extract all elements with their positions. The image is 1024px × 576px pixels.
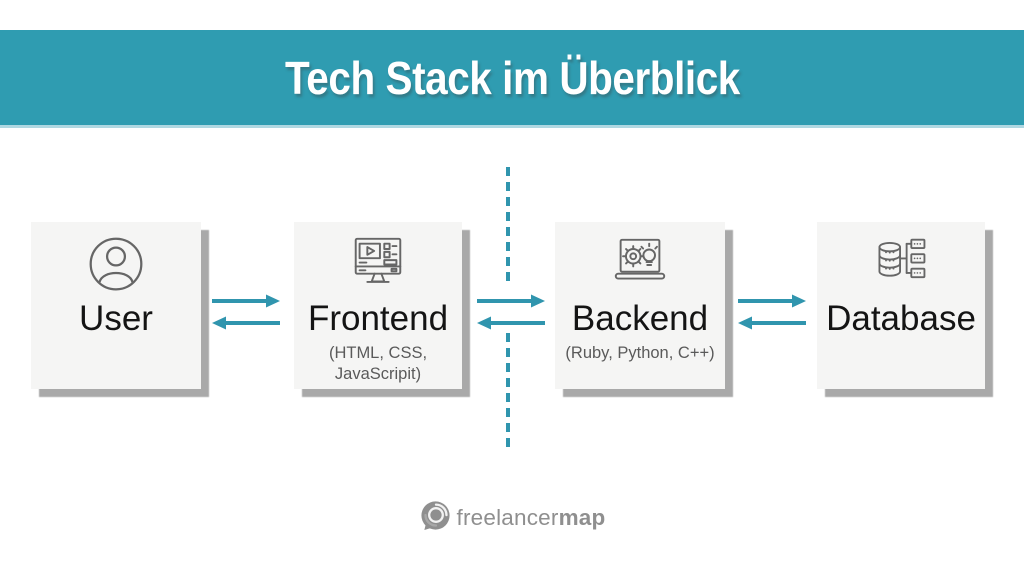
frontend-backend-divider-dashed-line: [506, 333, 510, 451]
page-title: Tech Stack im Überblick: [284, 51, 740, 104]
arrow-pair-frontend-backend: [476, 289, 546, 335]
freelancermap-logo: freelancermap: [0, 500, 1024, 536]
node-frontend: Frontend (HTML, CSS, JavaScripit): [294, 222, 462, 389]
brand-name-bold: map: [558, 505, 606, 530]
monitor-video-icon: [347, 230, 409, 298]
node-sub-backend: (Ruby, Python, C++): [565, 343, 714, 364]
laptop-gear-bulb-icon: [609, 230, 671, 298]
frontend-backend-divider-dashed-line: [506, 167, 510, 285]
node-sub-line: (Ruby, Python, C++): [565, 344, 715, 362]
title-banner: Tech Stack im Überblick: [0, 30, 1024, 128]
node-database: Database: [817, 222, 985, 389]
node-backend: Backend (Ruby, Python, C++): [555, 222, 725, 389]
arrow-right-icon: [477, 294, 545, 308]
node-label-user: User: [79, 299, 153, 338]
freelancermap-logo-icon: [419, 499, 452, 537]
arrow-pair-backend-database: [737, 289, 807, 335]
arrow-left-icon: [212, 316, 280, 330]
node-sub-line: (HTML, CSS,: [328, 344, 428, 362]
node-user: User: [31, 222, 201, 389]
arrow-left-icon: [738, 316, 806, 330]
arrow-pair-user-frontend: [211, 289, 281, 335]
arrow-left-icon: [477, 316, 545, 330]
database-servers-icon: [871, 230, 931, 298]
node-label-database: Database: [826, 299, 976, 338]
brand-name: freelancermap: [457, 505, 606, 531]
brand-name-regular: freelancer: [456, 505, 559, 530]
arrow-right-icon: [738, 294, 806, 308]
node-label-backend: Backend: [571, 299, 709, 338]
person-icon: [86, 230, 146, 298]
arrow-right-icon: [212, 294, 280, 308]
node-sub-frontend: (HTML, CSS, JavaScripit): [329, 343, 427, 385]
node-label-frontend: Frontend: [307, 299, 449, 338]
node-sub-line: JavaScripit): [334, 365, 422, 383]
